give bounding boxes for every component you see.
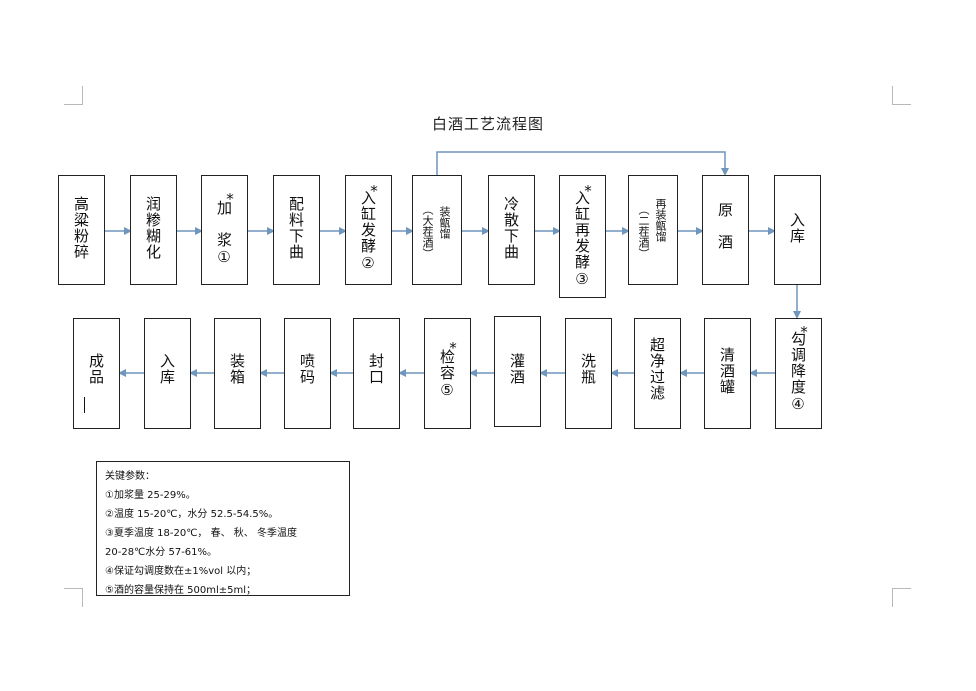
crop-mark-top-right <box>892 86 911 105</box>
step-box-17: * 检容⑤ <box>424 318 471 429</box>
step-label-7: 冷散下曲 <box>502 196 520 260</box>
crop-mark-bottom-left <box>64 588 83 607</box>
step-box-5: * 入缸发酵② <box>345 175 392 285</box>
arrow-bypass <box>436 151 729 176</box>
step-box-16: 灌酒 <box>494 316 541 427</box>
key-parameters-box: 关键参数： ①加浆量 25-29%。 ②温度 15-20℃，水分 52.5-54… <box>96 461 350 596</box>
crop-mark-bottom-right <box>892 588 911 607</box>
step-label-13: 清酒罐 <box>718 347 736 395</box>
step-box-19: 喷码 <box>284 318 331 429</box>
diagram-title: 白酒工艺流程图 <box>431 115 544 133</box>
step-label-20: 装箱 <box>228 353 246 385</box>
step-label-12: 勾调降度④ <box>789 331 807 414</box>
cursor-bar <box>84 397 85 413</box>
params-line-6: ⑤酒的容量保持在 500ml±5ml； <box>105 585 257 596</box>
step-box-12: * 勾调降度④ <box>775 318 822 429</box>
step-box-8: * 入缸再发酵③ <box>559 175 606 298</box>
step-box-14: 超净过滤 <box>634 318 681 429</box>
step-mark-12: * <box>795 323 813 342</box>
step-box-1: 高粱粉碎 <box>58 175 105 285</box>
step-label-3: 加 浆① <box>215 200 233 267</box>
step-label-8: 入缸再发酵③ <box>573 190 591 289</box>
step-label-21: 入库 <box>158 353 176 385</box>
step-box-10: 原 酒 <box>702 175 749 285</box>
step-box-9: 再装甑馏 （二茬酒） <box>628 175 678 285</box>
step-box-21: 入库 <box>144 318 191 429</box>
step-sub-9: （二茬酒） <box>637 204 650 259</box>
params-line-2: ②温度 15-20℃，水分 52.5-54.5%。 <box>105 509 279 520</box>
step-box-2: 润糁糊化 <box>130 175 177 285</box>
step-box-3: * 加 浆① <box>201 175 248 285</box>
step-label-14: 超净过滤 <box>648 337 666 401</box>
step-label-6: 装甑馏 <box>438 206 451 239</box>
step-label-2: 润糁糊化 <box>144 196 162 260</box>
step-label-10: 原 酒 <box>716 202 734 250</box>
params-line-4: 20-28℃水分 57-61%。 <box>105 547 218 558</box>
step-mark-5: * <box>365 182 383 201</box>
step-label-9: 再装甑馏 <box>654 198 667 242</box>
step-box-7: 冷散下曲 <box>488 175 535 285</box>
step-box-6: 装甑馏 （大茬酒） <box>412 175 462 285</box>
step-box-15: 洗瓶 <box>565 318 612 429</box>
step-label-1: 高粱粉碎 <box>72 196 90 260</box>
step-label-4: 配料下曲 <box>287 196 305 260</box>
step-box-18: 封口 <box>353 318 400 429</box>
crop-mark-top-left <box>64 86 83 105</box>
step-label-17: 检容⑤ <box>438 349 456 400</box>
params-line-5: ④保证勾调度数在±1%vol 以内； <box>105 566 257 577</box>
step-box-4: 配料下曲 <box>273 175 320 285</box>
step-label-22: 成品 <box>87 353 105 385</box>
params-line-1: ①加浆量 25-29%。 <box>105 490 196 501</box>
params-line-3: ③夏季温度 18-20℃， 春、 秋、 冬季温度 <box>105 528 297 539</box>
step-mark-17: * <box>444 339 462 358</box>
step-mark-8: * <box>579 182 597 201</box>
params-heading: 关键参数： <box>105 471 155 482</box>
step-label-11: 入库 <box>788 212 806 244</box>
step-box-20: 装箱 <box>214 318 261 429</box>
step-label-19: 喷码 <box>298 353 316 385</box>
step-box-22: 成品 <box>73 318 120 429</box>
step-label-16: 灌酒 <box>508 353 526 385</box>
step-mark-3: * <box>221 190 239 209</box>
step-box-13: 清酒罐 <box>704 318 751 429</box>
step-label-15: 洗瓶 <box>579 353 597 385</box>
step-box-11: 入库 <box>774 175 821 285</box>
step-label-5: 入缸发酵② <box>359 190 377 273</box>
step-label-18: 封口 <box>367 353 385 385</box>
step-sub-6: （大茬酒） <box>421 204 434 259</box>
